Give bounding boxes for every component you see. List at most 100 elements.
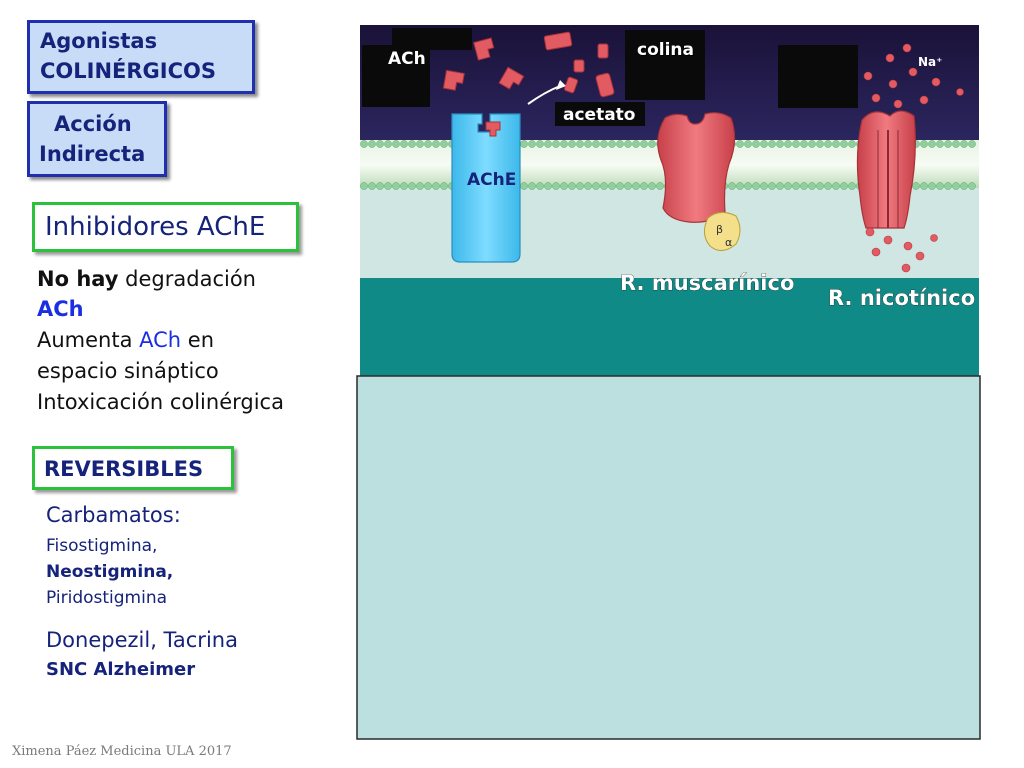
lipid-head-inner — [656, 182, 664, 190]
lipid-head-outer — [848, 140, 856, 148]
lipid-head-inner — [808, 182, 816, 190]
lipid-head-outer — [608, 140, 616, 148]
lipid-head-inner — [384, 182, 392, 190]
reaction-arrowhead — [556, 80, 566, 90]
carbamatos-label: Carbamatos: — [46, 503, 181, 527]
reversibles-label: REVERSIBLES — [44, 457, 204, 481]
lipid-head-outer — [824, 140, 832, 148]
lipid-head-outer — [584, 140, 592, 148]
lipid-head-inner — [944, 182, 952, 190]
muscarinico-label: R. muscarínico — [620, 271, 794, 295]
lipid-head-inner — [968, 182, 976, 190]
ach-label: ACh — [388, 49, 426, 69]
agonistas-box: Agonistas COLINÉRGICOS — [27, 20, 255, 94]
alpha-label: α — [725, 236, 732, 249]
drug-fisostigmina: Fisostigmina, — [46, 536, 158, 556]
lipid-head-inner — [392, 182, 400, 190]
lipid-head-outer — [592, 140, 600, 148]
lipid-head-inner — [520, 182, 528, 190]
lipid-head-outer — [624, 140, 632, 148]
lipid-head-inner — [368, 182, 376, 190]
lipid-head-inner — [568, 182, 576, 190]
na-right-bg — [778, 45, 858, 108]
lipid-head-outer — [536, 140, 544, 148]
lipid-head-outer — [400, 140, 408, 148]
effect-line1: No hay degradación — [37, 267, 256, 291]
lipid-head-outer — [936, 140, 944, 148]
sodium-ions — [863, 43, 964, 273]
lipid-head-inner — [600, 182, 608, 190]
accion-line1: Acción — [54, 112, 132, 136]
effect-aumenta: Aumenta — [37, 328, 140, 352]
agonistas-line2: COLINÉRGICOS — [40, 59, 216, 83]
lipid-head-outer — [744, 140, 752, 148]
lipid-head-outer — [544, 140, 552, 148]
na-label: Na⁺ — [918, 55, 942, 69]
lipid-head-outer — [832, 140, 840, 148]
lipid-head-inner — [416, 182, 424, 190]
acetato-label-bg — [555, 102, 645, 126]
lipid-head-outer — [736, 140, 744, 148]
ach-label-bg — [362, 45, 430, 107]
lipid-head-inner — [936, 182, 944, 190]
footer-credit: Ximena Páez Medicina ULA 2017 — [12, 744, 232, 759]
lipid-head-inner — [592, 182, 600, 190]
lipid-head-inner — [792, 182, 800, 190]
snc-alzheimer-label: SNC Alzheimer — [46, 659, 196, 680]
lipid-head-outer — [360, 140, 368, 148]
lipid-head-inner — [400, 182, 408, 190]
effect-no-hay: No hay — [37, 267, 119, 291]
lipid-head-inner — [800, 182, 808, 190]
effect-line3: Aumenta ACh en — [37, 328, 214, 352]
lipid-head-outer — [368, 140, 376, 148]
lipid-head-inner — [576, 182, 584, 190]
inhibidores-label: Inhibidores AChE — [45, 212, 266, 242]
lipid-head-outer — [920, 140, 928, 148]
lipid-head-inner — [640, 182, 648, 190]
lipid-head-outer — [616, 140, 624, 148]
lipid-head-outer — [944, 140, 952, 148]
lipid-head-outer — [640, 140, 648, 148]
teal-band — [360, 278, 979, 378]
lipid-head-outer — [840, 140, 848, 148]
ach-molecules — [442, 31, 615, 98]
lipid-head-inner — [408, 182, 416, 190]
top-black-bg — [392, 28, 472, 50]
nicotinico-label: R. nicotínico — [828, 286, 975, 310]
lipid-head-outer — [752, 140, 760, 148]
lipid-head-inner — [360, 182, 368, 190]
effect-line4: espacio sináptico — [37, 359, 219, 383]
lipid-head-inner — [616, 182, 624, 190]
lipid-head-outer — [960, 140, 968, 148]
beta-label: β — [716, 223, 723, 236]
colina-label-bg — [625, 30, 705, 100]
lipid-head-inner — [840, 182, 848, 190]
lipid-head-inner — [584, 182, 592, 190]
effect-line2: ACh — [37, 297, 84, 321]
lipid-head-outer — [784, 140, 792, 148]
lipid-head-outer — [928, 140, 936, 148]
lipid-head-inner — [624, 182, 632, 190]
lipid-head-outer — [520, 140, 528, 148]
lipid-head-inner — [912, 182, 920, 190]
lipid-head-inner — [776, 182, 784, 190]
lipid-head-inner — [424, 182, 432, 190]
lipid-head-outer — [392, 140, 400, 148]
inhibidores-box: Inhibidores AChE — [32, 202, 299, 252]
lipid-head-inner — [560, 182, 568, 190]
lipid-head-outer — [376, 140, 384, 148]
effect-degradacion: degradación — [118, 267, 256, 291]
effect-ach: ACh — [139, 328, 182, 352]
lipid-head-inner — [608, 182, 616, 190]
lipid-head-outer — [952, 140, 960, 148]
lipid-head-inner — [528, 182, 536, 190]
lipid-head-outer — [648, 140, 656, 148]
lipid-head-inner — [768, 182, 776, 190]
reversibles-box: REVERSIBLES — [32, 446, 234, 490]
lipid-head-inner — [736, 182, 744, 190]
colina-label: colina — [637, 40, 694, 60]
lipid-head-inner — [752, 182, 760, 190]
lipid-head-inner — [952, 182, 960, 190]
lipid-head-inner — [928, 182, 936, 190]
